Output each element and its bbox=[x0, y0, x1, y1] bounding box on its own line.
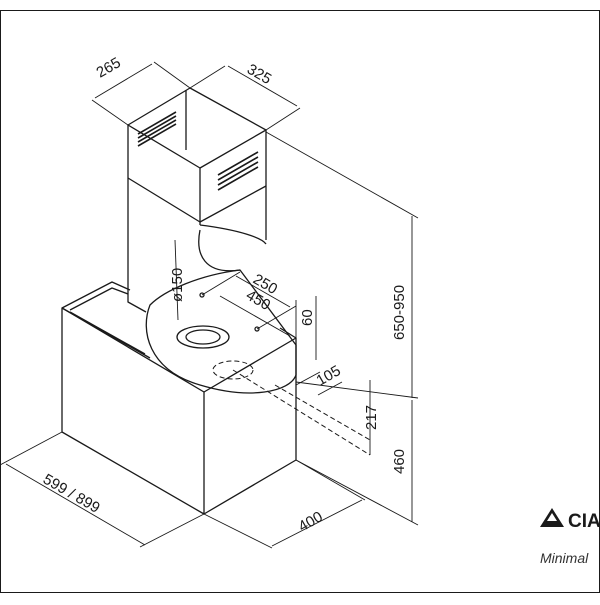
dim-diameter-leader bbox=[174, 239, 179, 321]
body-top-back-edge bbox=[61, 281, 131, 309]
duct-vents bbox=[137, 111, 259, 191]
body-top-inner-edge bbox=[69, 311, 146, 355]
dim-hole-a-line bbox=[201, 271, 297, 330]
label-outlet-offset: 105 bbox=[314, 362, 344, 389]
label-duct-depth: 265 bbox=[94, 54, 124, 81]
brand-name: CIA bbox=[568, 511, 600, 532]
label-height-range: 650-950 bbox=[391, 285, 408, 340]
outlet-ring-inner bbox=[185, 329, 221, 345]
brand-logo: CIA bbox=[540, 508, 600, 532]
hidden-lines bbox=[212, 360, 371, 456]
hood-outline bbox=[61, 87, 297, 515]
vent-left bbox=[137, 111, 177, 147]
body-top-right-edge bbox=[279, 327, 297, 339]
body-side-face bbox=[203, 337, 297, 515]
outlet-axis bbox=[232, 369, 371, 456]
duct-left-edge bbox=[127, 125, 147, 313]
label-outlet-height: 217 bbox=[363, 405, 380, 430]
label-outlet-diameter: ø150 bbox=[169, 268, 186, 302]
outlet-ring-outer bbox=[176, 325, 230, 349]
dim-width-line bbox=[0, 431, 205, 548]
body-front-face bbox=[61, 307, 205, 515]
outlet-edge-hidden bbox=[274, 384, 371, 441]
brand-logo-icon bbox=[540, 508, 564, 527]
label-width-options: 599 / 899 bbox=[40, 471, 103, 517]
brand-tagline: Minimal bbox=[540, 550, 589, 566]
body-top-rim bbox=[69, 287, 129, 311]
duct-joint-line bbox=[127, 177, 267, 223]
glass-canopy bbox=[145, 269, 297, 394]
dimension-lines bbox=[0, 61, 419, 549]
dim-depth-line bbox=[203, 459, 366, 549]
dim-hole-b-line bbox=[219, 295, 291, 337]
dim-duct-width-line bbox=[189, 65, 301, 131]
label-body-height: 460 bbox=[391, 449, 408, 474]
dim-height-range-line bbox=[265, 131, 419, 399]
dim-duct-depth-line bbox=[91, 61, 191, 126]
outlet-hidden bbox=[212, 360, 254, 380]
canopy-back-curve bbox=[198, 229, 241, 272]
vent-right bbox=[217, 151, 259, 191]
label-duct-width: 325 bbox=[244, 61, 274, 88]
dim-outlet-offset-line bbox=[295, 371, 343, 396]
mount-hole-bottom bbox=[254, 326, 260, 332]
duct-base-curve bbox=[199, 224, 267, 245]
mount-hole-top bbox=[199, 292, 205, 298]
dim-body-height-line bbox=[295, 400, 419, 526]
label-hole-offset-c: 60 bbox=[299, 309, 316, 326]
dim-hole-c-line bbox=[295, 296, 317, 360]
